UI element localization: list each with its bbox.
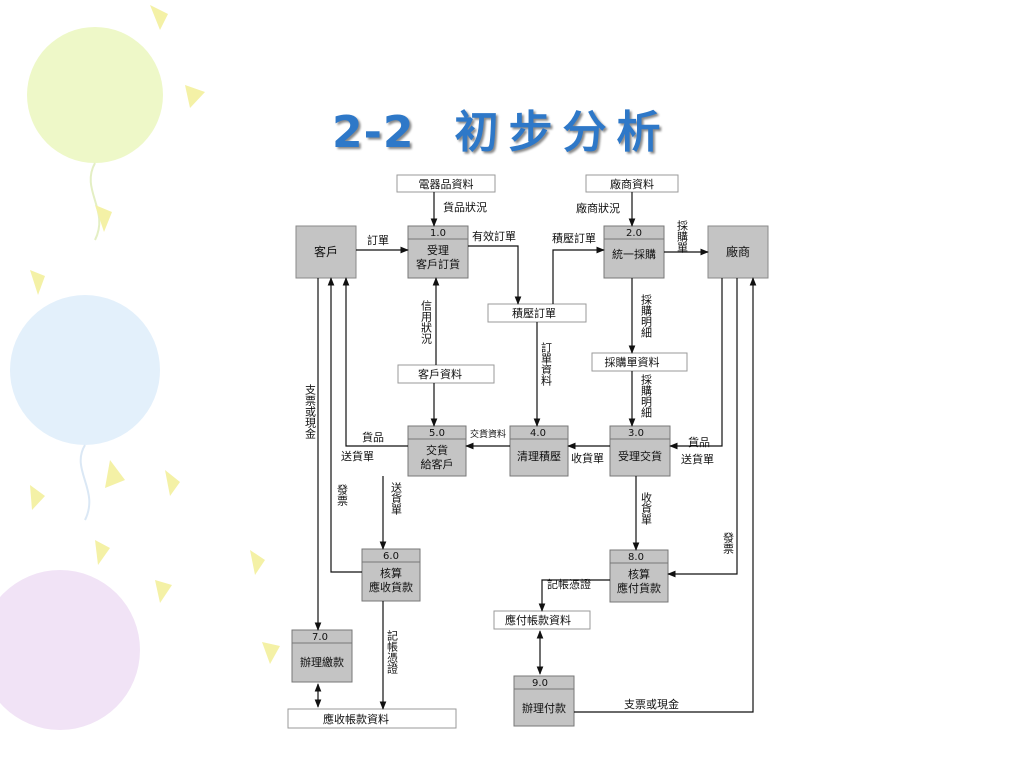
flow-label-purchase-detail-b: 採購明細 bbox=[640, 373, 653, 418]
flow-label-receipt-slip-v: 收貨單 bbox=[640, 491, 653, 525]
process-2-0-name-1: 統一採購 bbox=[612, 247, 656, 261]
process-9-0-name-1: 辦理付款 bbox=[522, 701, 566, 715]
process-7-0-name-1: 辦理繳款 bbox=[300, 655, 344, 669]
process-1-0-name-2: 客戶訂貨 bbox=[416, 257, 460, 271]
flow-label-order: 訂單 bbox=[367, 233, 389, 247]
process-8-0-name-2: 應付貨款 bbox=[617, 581, 661, 595]
title-text: 初步分析 bbox=[454, 107, 671, 158]
process-1-0-name-1: 受理 bbox=[427, 244, 449, 257]
process-3-0: 3.0 受理交貨 bbox=[609, 425, 671, 477]
process-6-0: 6.0 核算 應收貨款 bbox=[361, 548, 421, 602]
flow-label-credit-status: 信用狀況 bbox=[420, 300, 433, 345]
process-8-0-id: 8.0 bbox=[628, 552, 644, 563]
process-2-0: 2.0 統一採購 bbox=[603, 225, 665, 279]
store-appliance: 電器品資料 bbox=[396, 174, 496, 193]
flow-label-goods-left: 貨品 bbox=[362, 430, 384, 444]
process-9-0: 9.0 辦理付款 bbox=[513, 675, 575, 727]
flow-label-journal-voucher-left: 記帳憑證 bbox=[386, 629, 399, 674]
flow-label-receipt-slip: 收貨單 bbox=[571, 451, 604, 465]
process-1-0: 1.0 受理 客戶訂貨 bbox=[407, 225, 469, 279]
flow-lines bbox=[314, 192, 757, 713]
flow-label-invoice-left: 發票 bbox=[336, 483, 349, 506]
slide-title: 2-2 初步分析 bbox=[332, 96, 671, 158]
store-vendor-data: 廠商資料 bbox=[585, 174, 679, 193]
process-5-0-name-1: 交貨 bbox=[426, 443, 448, 457]
store-ar-data: 應收帳款資料 bbox=[287, 708, 457, 729]
process-3-0-id: 3.0 bbox=[628, 428, 644, 439]
flow-label-vendor-status: 廠商狀況 bbox=[576, 201, 620, 215]
store-backlog: 積壓訂單 bbox=[487, 303, 587, 323]
process-6-0-name-2: 應收貨款 bbox=[369, 580, 413, 594]
process-4-0-name-1: 清理積壓 bbox=[517, 449, 561, 463]
flow-label-purchase: 採購單 bbox=[676, 219, 689, 253]
process-7-0-id: 7.0 bbox=[312, 632, 328, 643]
entity-customer-label: 客戶 bbox=[314, 244, 338, 259]
process-5-0: 5.0 交貨 給客戶 bbox=[407, 425, 467, 477]
sparkle-decorations bbox=[30, 5, 280, 664]
flow-label-invoice-right: 發票 bbox=[722, 531, 735, 554]
store-customer-data: 客戶資料 bbox=[397, 364, 495, 384]
flow-label-delivery-slip-left: 送貨單 bbox=[341, 449, 374, 463]
process-5-0-id: 5.0 bbox=[429, 428, 445, 439]
process-8-0: 8.0 核算 應付貨款 bbox=[609, 549, 669, 603]
process-6-0-name-1: 核算 bbox=[380, 566, 402, 580]
store-backlog-label: 積壓訂單 bbox=[512, 306, 556, 320]
store-customer-data-label: 客戶資料 bbox=[418, 367, 462, 381]
balloon-blue-decoration bbox=[10, 295, 160, 445]
flow-label-check-or-cash-bottom: 支票或現金 bbox=[624, 697, 679, 711]
process-4-0-id: 4.0 bbox=[530, 428, 546, 439]
flow-label-goods-status: 貨品狀況 bbox=[443, 200, 487, 214]
process-7-0: 7.0 辦理繳款 bbox=[291, 629, 353, 683]
process-4-0: 4.0 清理積壓 bbox=[509, 425, 569, 477]
entity-customer: 客戶 bbox=[295, 225, 357, 279]
flow-label-delivery-slip-v: 送貨單 bbox=[390, 481, 403, 515]
store-ar-data-label: 應收帳款資料 bbox=[323, 712, 389, 726]
process-9-0-id: 9.0 bbox=[532, 678, 548, 689]
balloon-purple-decoration bbox=[0, 570, 140, 730]
process-1-0-id: 1.0 bbox=[430, 228, 446, 239]
flow-label-purchase-detail-a: 採購明細 bbox=[640, 293, 653, 338]
process-3-0-name-1: 受理交貨 bbox=[618, 449, 662, 463]
flow-label-valid-order: 有效訂單 bbox=[472, 229, 516, 243]
entity-vendor: 廠商 bbox=[707, 225, 769, 279]
flow-label-journal-voucher-right: 記帳憑證 bbox=[547, 577, 591, 591]
flow-label-order-data: 訂單資料 bbox=[540, 341, 553, 387]
store-appliance-label: 電器品資料 bbox=[419, 177, 474, 191]
process-8-0-name-1: 核算 bbox=[628, 567, 650, 581]
flow-label-delivery-slip-right: 送貨單 bbox=[681, 452, 714, 466]
flow-label-backlog-order: 積壓訂單 bbox=[552, 231, 596, 245]
store-purchase-order-label: 採購單資料 bbox=[605, 355, 660, 369]
flow-label-delivery-data: 交貨資料 bbox=[470, 428, 506, 440]
process-2-0-id: 2.0 bbox=[626, 228, 642, 239]
title-number: 2-2 bbox=[332, 107, 415, 158]
process-5-0-name-2: 給客戶 bbox=[421, 457, 454, 471]
flow-label-goods-right: 貨品 bbox=[688, 435, 710, 449]
store-ap-data: 應付帳款資料 bbox=[493, 610, 591, 630]
store-vendor-data-label: 廠商資料 bbox=[610, 177, 654, 191]
process-6-0-id: 6.0 bbox=[383, 551, 399, 562]
balloon-green-decoration bbox=[27, 27, 163, 163]
entity-vendor-label: 廠商 bbox=[726, 244, 750, 259]
flow-label-check-or-cash-left: 支票或現金 bbox=[304, 384, 317, 439]
store-purchase-order: 採購單資料 bbox=[591, 352, 688, 372]
store-ap-data-label: 應付帳款資料 bbox=[505, 613, 571, 627]
